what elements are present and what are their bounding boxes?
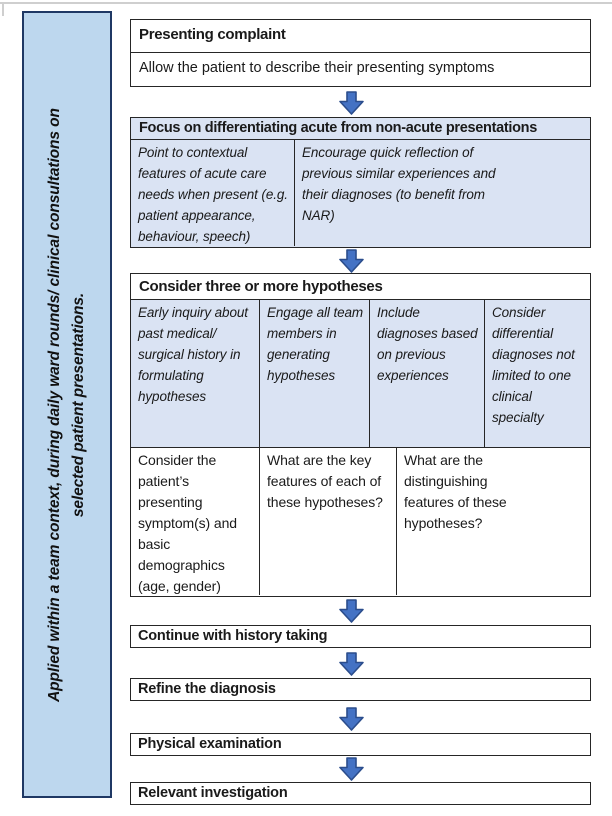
sidebar-caption-line2: selected patient presentations. [70, 292, 87, 517]
step-relevant-investigation: Relevant investigation [130, 782, 591, 805]
step-physical-examination: Physical examination [130, 733, 591, 756]
hypotheses-question-distinguishing: What are the distinguishing features of … [396, 448, 590, 595]
hypotheses-box: Consider three or more hypotheses Early … [130, 273, 591, 597]
hypotheses-title: Consider three or more hypotheses [131, 274, 590, 300]
hypotheses-prompt-experience: Include diagnoses based on previous expe… [369, 300, 484, 447]
page-left-border-stub [2, 2, 4, 16]
acute-focus-title: Focus on differentiating acute from non-… [131, 118, 590, 140]
page-top-border [0, 2, 612, 4]
acute-focus-cell-contextual: Point to contextual features of acute ca… [138, 145, 288, 244]
sidebar-caption-line1: Applied within a team context, during da… [46, 107, 63, 702]
presenting-complaint-box: Presenting complaint Allow the patient t… [130, 19, 591, 87]
hypotheses-prompt-history: Early inquiry about past medical/ surgic… [138, 305, 248, 404]
presenting-complaint-title: Presenting complaint [131, 20, 590, 53]
hypotheses-prompt-team: Engage all team members in generating hy… [259, 300, 369, 447]
hypotheses-question-demographics: Consider the patient’s presenting sympto… [138, 452, 237, 594]
down-arrow-icon [338, 249, 365, 274]
hypotheses-prompt-differential: Consider differential diagnoses not limi… [484, 300, 590, 447]
presenting-complaint-body: Allow the patient to describe their pres… [139, 60, 495, 76]
hypotheses-question-key-features: What are the key features of each of the… [259, 448, 396, 595]
step-continue-history: Continue with history taking [130, 625, 591, 648]
down-arrow-icon [338, 652, 365, 677]
context-sidebar: Applied within a team context, during da… [22, 11, 112, 798]
sidebar-rotated-caption: Applied within a team context, during da… [27, 19, 107, 791]
down-arrow-icon [338, 91, 365, 116]
down-arrow-icon [338, 599, 365, 624]
acute-focus-cell-reflection: Encourage quick reflection of previous s… [294, 140, 590, 246]
down-arrow-icon [338, 757, 365, 782]
step-refine-diagnosis: Refine the diagnosis [130, 678, 591, 701]
down-arrow-icon [338, 707, 365, 732]
acute-focus-box: Focus on differentiating acute from non-… [130, 117, 591, 248]
